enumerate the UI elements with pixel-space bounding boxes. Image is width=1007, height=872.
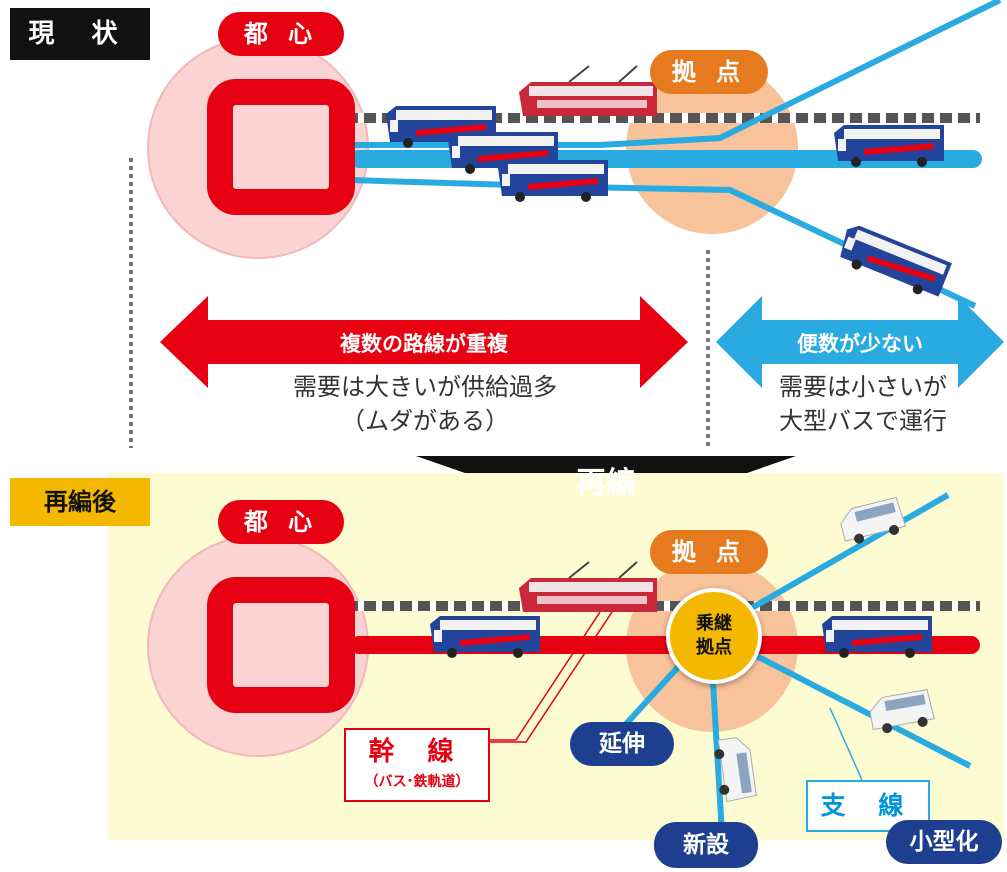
trunk-label: 幹 線 (368, 737, 466, 767)
branch-label: 支 線 (806, 780, 930, 832)
city-center-block (207, 577, 355, 713)
left-caption-line1: 需要は大きいが供給過多 (293, 373, 557, 401)
trunk-callout-line (486, 611, 613, 743)
low-frequency-arrow (716, 296, 1004, 388)
hub-label: 拠 点 (650, 50, 768, 94)
railway-line (350, 113, 980, 123)
current-state-tag: 現 状 (10, 8, 150, 60)
trunk-callout-line (486, 611, 601, 741)
current-state-diagram (129, 0, 1004, 448)
trunk-label-box: 幹 線 （バス･鉄軌道） (344, 728, 490, 802)
bus-image (430, 616, 540, 658)
transfer-hub-line2: 拠点 (696, 637, 732, 658)
overlap-arrow (160, 296, 688, 388)
reorganize-label: 再編 (576, 466, 636, 501)
transfer-hub: 乗継 拠点 (666, 588, 762, 684)
new-route-badge: 新設 (654, 822, 758, 868)
overlap-arrow-label: 複数の路線が重複 (340, 332, 508, 356)
city-center-label: 都 心 (218, 12, 344, 56)
low-frequency-arrow-label: 便数が少ない (797, 332, 923, 356)
city-center-label: 都 心 (218, 500, 344, 544)
after-state-tag: 再編後 (10, 478, 150, 526)
trunk-sublabel: （バス･鉄軌道） (364, 774, 470, 790)
extension-badge: 延伸 (570, 722, 674, 766)
bus-image (834, 125, 944, 167)
transfer-hub-line1: 乗継 (696, 613, 732, 634)
railway-line (350, 601, 980, 611)
right-caption-line1: 需要は小さいが (779, 373, 947, 401)
tram-image (518, 65, 658, 117)
left-caption-line2: （ムダがある） (341, 407, 509, 435)
right-caption-line2: 大型バスで運行 (779, 407, 947, 435)
bus-image (498, 160, 608, 202)
bus-image (822, 616, 932, 658)
hub-label: 拠 点 (650, 530, 768, 574)
branch-callout-line (829, 707, 863, 781)
bus-image (834, 222, 952, 303)
downsize-badge: 小型化 (886, 820, 1002, 864)
city-center-block (207, 79, 355, 215)
